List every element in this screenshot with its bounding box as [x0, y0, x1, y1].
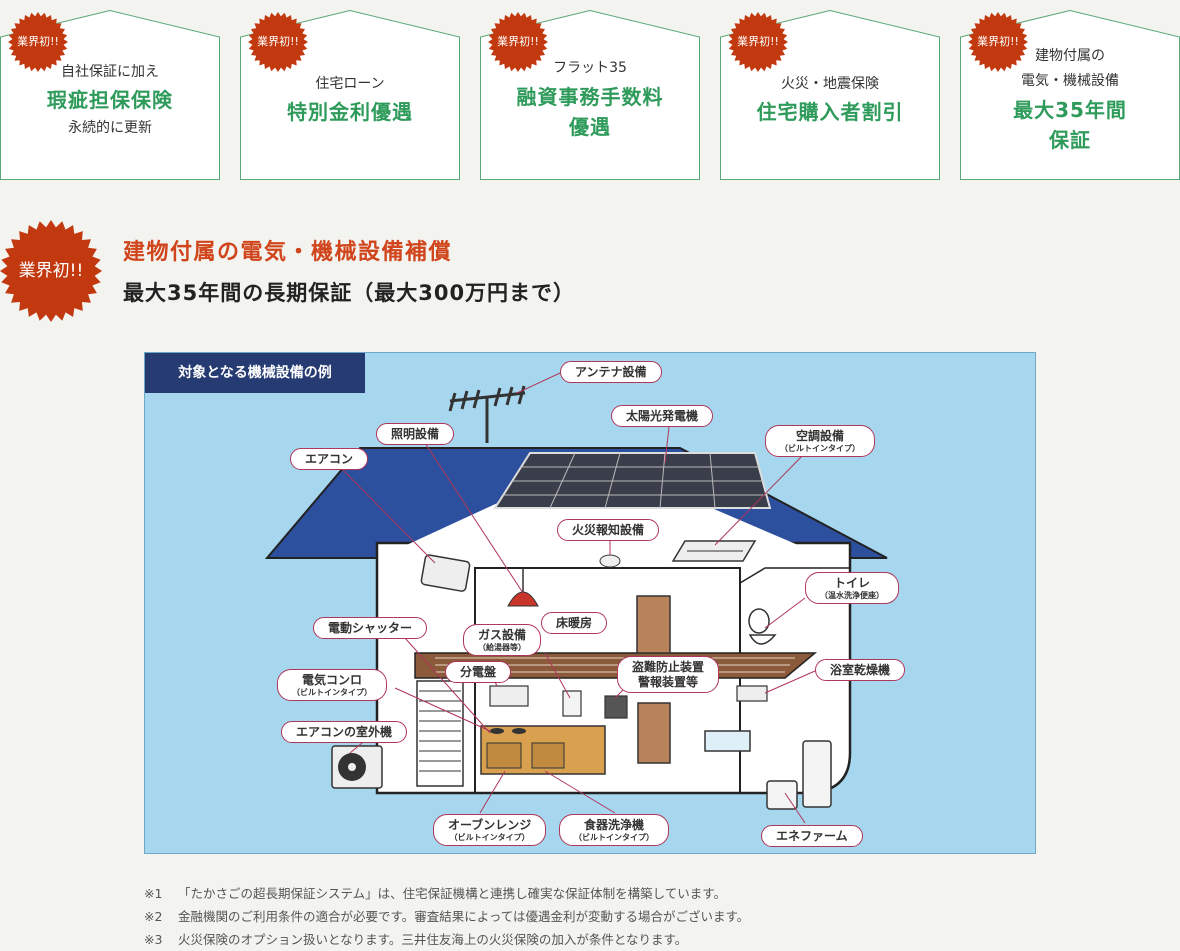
wall-ac-icon — [420, 554, 471, 592]
label-fire-alarm: 火災報知設備 — [557, 519, 660, 541]
label-toilet: トイレ （温水洗浄便座） — [805, 572, 899, 604]
starburst-shape — [488, 12, 548, 72]
feature-card-loan: 業界初!! 住宅ローン 特別金利優遇 — [240, 10, 460, 180]
card-line: 融資事務手数料 — [516, 85, 664, 109]
kitchen-counter-icon — [480, 725, 606, 775]
security-panel-icon — [604, 695, 628, 719]
feature-card-insurance: 業界初!! 火災・地震保険 住宅購入者割引 — [720, 10, 940, 180]
heading-badge: 業界初!! — [0, 220, 102, 322]
breaker-panel-icon — [489, 685, 529, 707]
label-main: ガス設備 — [478, 628, 527, 642]
label-bath-dryer: 浴室乾燥機 — [815, 659, 906, 681]
footnote: ※3 火災保険のオプション扱いとなります。三井住友海上の火災保険の加入が条件となり… — [144, 928, 1144, 951]
label-lighting: 照明設備 — [376, 423, 455, 445]
label-oven: オーブンレンジ （ビルトインタイプ） — [433, 814, 547, 846]
water-heater-icon — [562, 690, 582, 717]
label-sub: （ビルトインタイプ） — [780, 444, 860, 453]
card-line: 電気・機械設備 — [1021, 73, 1119, 89]
starburst-shape — [728, 12, 788, 72]
door-icon — [636, 595, 671, 654]
diagram-title: 対象となる機械設備の例 — [145, 353, 365, 393]
label-sub: （ビルトインタイプ） — [449, 833, 530, 842]
card-line: 自社保証に加え — [61, 64, 159, 80]
card-line: フラット35 — [553, 60, 627, 76]
feature-cards: 業界初!! 自社保証に加え 瑕疵担保保険 永続的に更新 業界初!! 住宅ローン … — [0, 0, 1180, 185]
card-line: 建物付属の — [1035, 48, 1105, 64]
label-main: 電気コンロ — [301, 673, 362, 687]
footnotes: ※1 「たかさごの超長期保証システム」は、住宅保証機構と連携し確実な保証体制を構築… — [144, 882, 1144, 951]
starburst-shape — [0, 220, 102, 322]
section-subtitle: 最大35年間の長期保証（最大300万円まで） — [123, 281, 576, 305]
card-line: 火災・地震保険 — [781, 76, 879, 92]
enefarm-icon — [766, 740, 832, 810]
shutter-icon — [416, 680, 464, 787]
footnote-text: 金融機関のご利用条件の適合が必要です。審査結果によっては優遇金利が変動する場合が… — [178, 909, 750, 924]
outdoor-unit-icon — [331, 745, 383, 789]
label-sub: （温水洗浄便座） — [820, 591, 884, 600]
footnote-text: 火災保険のオプション扱いとなります。三井住友海上の火災保険の加入が条件となります… — [178, 932, 688, 947]
badge-industry-first: 業界初!! — [8, 12, 68, 72]
badge-industry-first: 業界初!! — [728, 12, 788, 72]
feature-card-flat35: 業界初!! フラット35 融資事務手数料 優遇 — [480, 10, 700, 180]
label-gas: ガス設備 （給湯器等） — [463, 624, 542, 656]
label-floor-heating: 床暖房 — [541, 612, 608, 634]
door-icon — [637, 702, 671, 764]
footnote-mark: ※3 — [144, 932, 163, 947]
footnote: ※2 金融機関のご利用条件の適合が必要です。審査結果によっては優遇金利が変動する場… — [144, 905, 1144, 928]
label-panel: 分電盤 — [445, 661, 512, 683]
card-line: 最大35年間 — [1013, 98, 1127, 122]
toilet-icon — [748, 608, 777, 645]
label-dishwasher: 食器洗浄機 （ビルトインタイプ） — [559, 814, 669, 846]
footnote-mark: ※2 — [144, 909, 163, 924]
label-main: 警報装置等 — [638, 675, 699, 689]
label-aircon: エアコン — [290, 448, 369, 470]
label-main: 空調設備 — [795, 429, 844, 443]
label-outdoor-unit: エアコンの室外機 — [281, 721, 408, 743]
card-line: 特別金利優遇 — [287, 100, 413, 124]
smoke-detector-icon — [599, 554, 621, 568]
badge-industry-first: 業界初!! — [488, 12, 548, 72]
antenna-icon — [448, 385, 526, 443]
house-illustration — [264, 372, 888, 824]
label-sub: （給湯器等） — [478, 643, 526, 652]
card-line: 永続的に更新 — [68, 120, 152, 136]
bath-dryer-icon — [736, 685, 768, 702]
label-sub: （ビルトインタイプ） — [574, 833, 654, 842]
label-solar: 太陽光発電機 — [611, 405, 714, 427]
label-security: 盗難防止装置 警報装置等 — [617, 656, 720, 693]
lamp-icon — [507, 568, 539, 607]
solar-panel-icon — [493, 452, 772, 509]
bathtub-icon — [704, 730, 751, 752]
card-line: 保証 — [1049, 128, 1091, 152]
label-sub: （ビルトインタイプ） — [292, 688, 372, 697]
footnote: ※1 「たかさごの超長期保証システム」は、住宅保証機構と連携し確実な保証体制を構築… — [144, 882, 1144, 905]
section-title: 建物付属の電気・機械設備補償 — [123, 240, 453, 265]
card-line: 優遇 — [569, 115, 611, 139]
label-main: 盗難防止装置 — [632, 660, 705, 674]
card-line: 瑕疵担保保険 — [47, 88, 173, 112]
label-main: オーブンレンジ — [448, 818, 532, 832]
footnote-text: 「たかさごの超長期保証システム」は、住宅保証機構と連携し確実な保証体制を構築して… — [178, 886, 727, 901]
label-enefarm: エネファーム — [761, 825, 863, 847]
ceiling-ac-icon — [671, 540, 757, 562]
badge-industry-first: 業界初!! — [968, 12, 1028, 72]
leader-lines — [340, 372, 816, 824]
label-main: トイレ — [833, 576, 870, 590]
label-stove: 電気コンロ （ビルトインタイプ） — [277, 669, 387, 701]
starburst-shape — [968, 12, 1028, 72]
starburst-shape — [8, 12, 68, 72]
equipment-diagram: 対象となる機械設備の例 アンテナ設備 太陽光発電機 照明設備 空調設備 （ビルト… — [144, 352, 1036, 854]
card-line: 住宅ローン — [315, 76, 385, 92]
label-main: 食器洗浄機 — [583, 818, 644, 832]
feature-card-equipment: 業界初!! 建物付属の 電気・機械設備 最大35年間 保証 — [960, 10, 1180, 180]
label-antenna: アンテナ設備 — [560, 361, 662, 383]
label-aircon-indoor: 空調設備 （ビルトインタイプ） — [765, 425, 875, 457]
feature-card-warranty: 業界初!! 自社保証に加え 瑕疵担保保険 永続的に更新 — [0, 10, 220, 180]
footnote-mark: ※1 — [144, 886, 163, 901]
badge-industry-first: 業界初!! — [248, 12, 308, 72]
starburst-shape — [248, 12, 308, 72]
label-shutter: 電動シャッター — [313, 617, 428, 639]
card-line: 住宅購入者割引 — [756, 100, 904, 124]
